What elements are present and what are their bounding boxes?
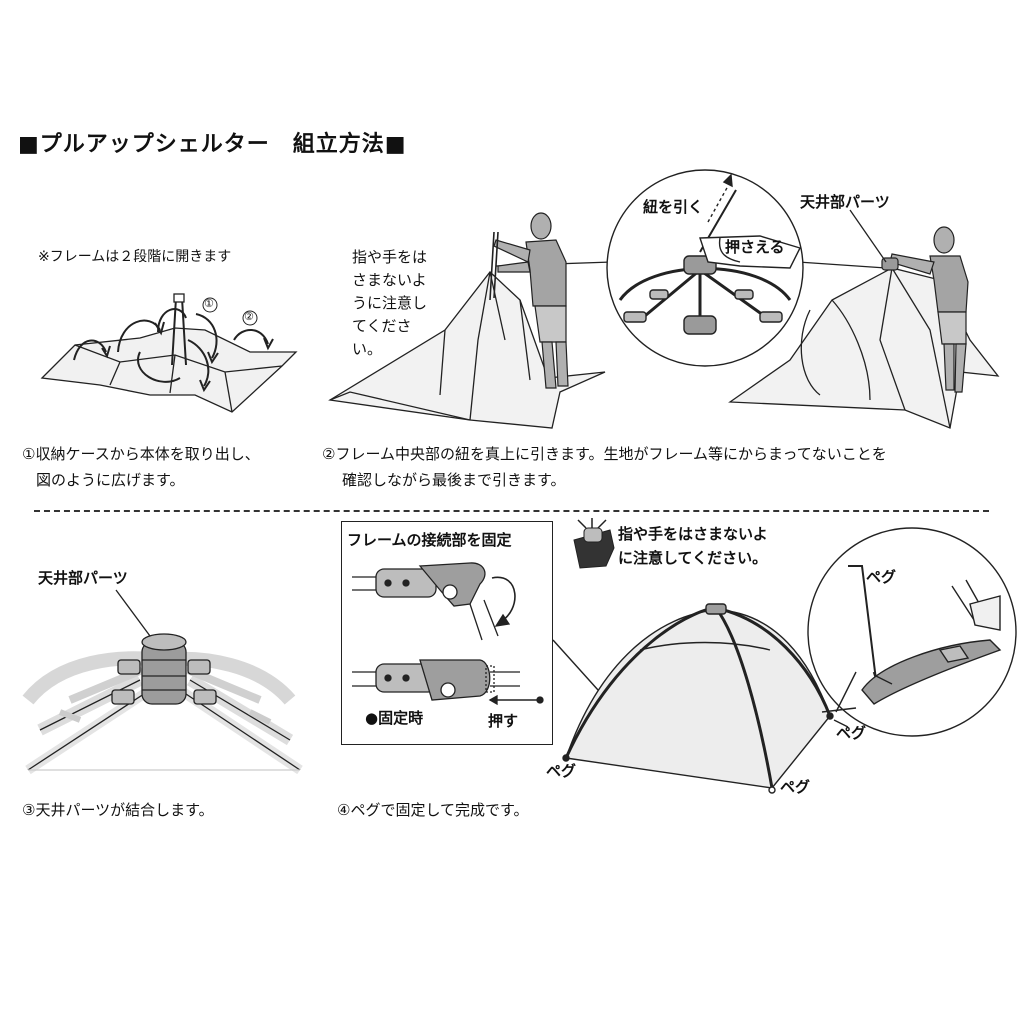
person-pulling <box>489 212 569 389</box>
ceiling-part-label-bottom: 天井部パーツ <box>38 569 128 587</box>
page-title: ■プルアップシェルター 組立方法■ <box>18 132 407 157</box>
pull-string-label: 紐を引く <box>643 198 704 216</box>
peg-zoom-circle <box>807 527 1017 737</box>
marker-2: ② <box>244 310 254 323</box>
step2-warning-line: 指や手をは <box>352 248 428 266</box>
step2-caption-line1: ②フレーム中央部の紐を真上に引きます。生地がフレーム等にからまってないことを <box>322 445 887 463</box>
step2-warning-line: てくださ <box>352 317 412 335</box>
marker-1-circle <box>202 297 218 313</box>
zoom-circle-pull <box>606 169 804 367</box>
peg-label-right: ペグ <box>836 724 867 742</box>
step4-warning-line2: に注意してください。 <box>618 549 768 567</box>
locked-label: ●固定時 <box>365 709 424 727</box>
peg-label-left: ペグ <box>546 762 577 780</box>
flat-tent-illustration <box>40 293 298 413</box>
peg-label-circle: ペグ <box>866 568 897 586</box>
step1-note: ※フレームは２段階に開きます <box>38 249 232 265</box>
step4-warning: 指や手をはさまないよ に注意してください。 <box>618 522 768 570</box>
joint-locked <box>352 659 544 706</box>
frame-joint-title: フレームの接続部を固定 <box>347 531 512 549</box>
joint-unlocked <box>352 562 516 641</box>
standing-shelter <box>728 267 1000 429</box>
step2-caption-line2: 確認しながら最後まで引きます。 <box>342 471 566 489</box>
ceiling-hub-illustration <box>22 633 303 775</box>
person-standing <box>881 226 969 393</box>
step2-warning: 指や手をは さまないよ うに注意し てくださ い。 <box>352 246 427 361</box>
marker-1: ① <box>204 297 214 310</box>
step2-warning-line: うに注意し <box>352 294 428 312</box>
hand-warning-icon <box>573 518 615 569</box>
step3-caption: ③天井パーツが結合します。 <box>22 801 214 819</box>
step4-warning-line1: 指や手をはさまないよ <box>618 525 768 543</box>
section-divider <box>34 510 989 512</box>
step2-warning-line: い。 <box>352 340 383 358</box>
ceiling-part-label-top: 天井部パーツ <box>800 193 890 211</box>
step1-caption-line2: 図のように広げます。 <box>36 471 185 489</box>
push-label: 押す <box>488 712 519 730</box>
half-pulled-shelter <box>328 271 606 429</box>
marker-2-circle <box>242 310 258 326</box>
step2-warning-line: さまないよ <box>352 271 427 289</box>
step1-caption-line1: ①収納ケースから本体を取り出し、 <box>22 445 260 463</box>
peg-label-bottom: ペグ <box>780 778 811 796</box>
frame-joint-inset <box>341 521 553 745</box>
hold-label: 押さえる <box>725 238 785 256</box>
step4-caption: ④ペグで固定して完成です。 <box>337 801 529 819</box>
assembled-dome-tent <box>552 603 849 794</box>
